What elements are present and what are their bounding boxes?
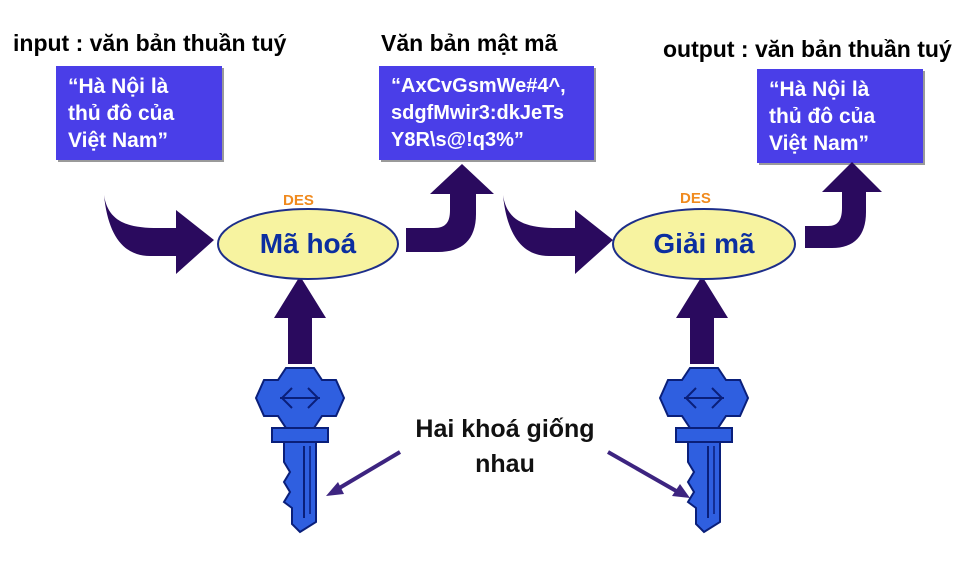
pointer-arrow-icon: [672, 484, 690, 498]
curved-arrow-up-icon: [805, 162, 882, 248]
box-line: “Hà Nội là: [68, 75, 169, 98]
keys-label: Hai khoá giống nhau: [400, 412, 610, 482]
keys-label-line: nhau: [475, 450, 535, 478]
ciphertext-box: “AxCvGsmWe#4^, sdgfMwir3:dkJeTs Y8R\s@!q…: [379, 66, 594, 160]
box-line: thủ đô của: [769, 105, 876, 128]
des-label-decrypt: DES: [680, 190, 711, 207]
key-icon: [659, 367, 749, 533]
key-icon: [255, 367, 345, 533]
box-line: sdgfMwir3:dkJeTs: [391, 102, 564, 124]
decrypt-label: Giải mã: [653, 228, 755, 259]
curved-arrow-up-icon: [406, 164, 494, 252]
keys-label-line: Hai khoá giống: [415, 415, 595, 443]
box-line: “AxCvGsmWe#4^,: [391, 75, 566, 97]
encrypt-ellipse: [217, 208, 399, 280]
box-line: Y8R\s@!q3%”: [391, 129, 524, 151]
des-label-encrypt: DES: [283, 192, 314, 209]
pointer-arrow-icon: [334, 450, 402, 492]
pointer-arrow-icon: [326, 482, 344, 496]
encrypt-label: Mã hoá: [259, 228, 357, 259]
box-line: Việt Nam”: [769, 132, 869, 155]
box-line: thủ đô của: [68, 102, 175, 125]
input-header: input : văn bản thuần tuý: [13, 30, 287, 56]
curved-arrow-right-icon: [503, 195, 613, 274]
pointer-arrow-icon: [607, 450, 679, 494]
up-arrow-icon: [274, 276, 326, 364]
plaintext-output-box: “Hà Nội là thủ đô của Việt Nam”: [757, 69, 923, 163]
cipher-header: Văn bản mật mã: [381, 30, 558, 56]
plaintext-input-box: “Hà Nội là thủ đô của Việt Nam”: [56, 66, 222, 160]
up-arrow-icon: [676, 276, 728, 364]
output-header: output : văn bản thuần tuý: [663, 36, 952, 62]
box-line: Việt Nam”: [68, 129, 168, 152]
decrypt-ellipse: [612, 208, 796, 280]
box-line: “Hà Nội là: [769, 78, 870, 101]
curved-arrow-right-icon: [104, 195, 214, 274]
